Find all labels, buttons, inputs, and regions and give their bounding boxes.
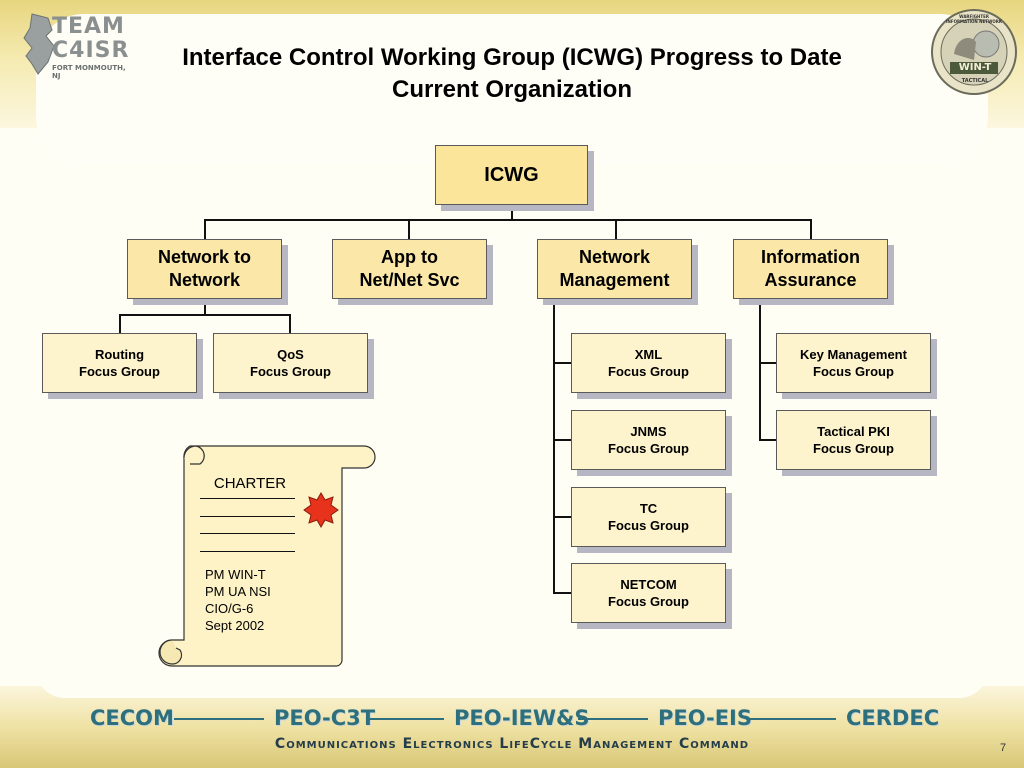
- logo-line-1: TEAM: [52, 14, 125, 39]
- footer-divider: [578, 718, 648, 720]
- netcom-focus-group-box: NETCOM Focus Group: [571, 563, 726, 623]
- key-management-focus-group-box: Key Management Focus Group: [776, 333, 931, 393]
- connector-ia-trunk: [759, 299, 761, 440]
- connector-to-qos: [289, 314, 291, 333]
- icwg-label: ICWG: [484, 163, 539, 186]
- footer-org-bar: CECOM PEO-C3T PEO-IEW&S PEO-EIS CERDEC: [86, 706, 940, 736]
- charter-rule: [200, 533, 295, 534]
- logo-line-2: C4ISR: [52, 38, 130, 63]
- footer-divider: [746, 718, 836, 720]
- footer-org-cerdec: CERDEC: [846, 706, 940, 730]
- connector-to-app-to-net: [408, 219, 410, 239]
- network-management-box: Network Management: [537, 239, 692, 299]
- app-to-net-svc-label: App to Net/Net Svc: [359, 247, 460, 290]
- jnms-focus-group-box: JNMS Focus Group: [571, 410, 726, 470]
- header-panel: [36, 14, 988, 164]
- information-assurance-label: Information Assurance: [761, 247, 860, 290]
- charter-line: PM UA NSI: [205, 584, 271, 599]
- connector-to-routing: [119, 314, 121, 333]
- xml-focus-group-label: XML Focus Group: [608, 347, 689, 379]
- charter-rule: [200, 516, 295, 517]
- network-management-label: Network Management: [559, 247, 670, 290]
- footer-divider: [174, 718, 264, 720]
- win-t-seal-icon: [931, 9, 1017, 95]
- win-t-logo-subtext: TACTICAL: [961, 78, 989, 84]
- connector-to-jnms: [553, 439, 572, 441]
- footer-band: [0, 686, 1024, 768]
- jnms-focus-group-label: JNMS Focus Group: [608, 424, 689, 456]
- connector-to-information-assurance: [810, 219, 812, 239]
- footer-org-peo-c3t: PEO-C3T: [274, 706, 376, 730]
- footer-command: Communications Electronics LifeCycle Man…: [274, 736, 750, 752]
- tc-focus-group-label: TC Focus Group: [608, 501, 689, 533]
- new-jersey-map-icon: [23, 13, 55, 75]
- connector-to-key-management: [759, 362, 777, 364]
- charter-scroll-icon: [158, 445, 376, 667]
- information-assurance-box: Information Assurance: [733, 239, 888, 299]
- connector-nm-trunk: [553, 299, 555, 593]
- footer-org-peo-eis: PEO-EIS: [658, 706, 752, 730]
- connector-to-tactical-pki: [759, 439, 777, 441]
- key-management-focus-group-label: Key Management Focus Group: [800, 347, 907, 379]
- charter-line: Sept 2002: [205, 618, 265, 633]
- page-subtitle: Current Organization: [391, 76, 632, 103]
- charter-rule: [200, 498, 295, 499]
- connector-to-xml: [553, 362, 572, 364]
- tactical-pki-focus-group-box: Tactical PKI Focus Group: [776, 410, 931, 470]
- app-to-net-svc-box: App to Net/Net Svc: [332, 239, 487, 299]
- logo-line-3: FORT MONMOUTH, NJ: [52, 64, 126, 80]
- network-to-network-label: Network to Network: [157, 247, 251, 290]
- connector-n2n-bus: [119, 314, 291, 316]
- connector-to-network-management: [615, 219, 617, 239]
- network-to-network-box: Network to Network: [127, 239, 282, 299]
- team-c4isr-logo: TEAM C4ISR FORT MONMOUTH, NJ: [18, 12, 130, 80]
- footer-org-peo-iews: PEO-IEW&S: [454, 706, 590, 730]
- tactical-pki-focus-group-label: Tactical PKI Focus Group: [813, 424, 894, 456]
- win-t-seal-logo: WIN-T TACTICAL WARFIGHTER INFORMATION NE…: [930, 8, 1018, 96]
- qos-focus-group-label: QoS Focus Group: [250, 347, 331, 379]
- connector-to-network-to-network: [204, 219, 206, 239]
- connector-top-bus: [204, 219, 812, 221]
- charter-title: CHARTER: [213, 475, 287, 492]
- connector-to-netcom: [553, 592, 572, 594]
- icwg-box: ICWG: [435, 145, 588, 205]
- connector-to-tc: [553, 516, 572, 518]
- page-title: Interface Control Working Group (ICWG) P…: [182, 44, 842, 71]
- charter-rule: [200, 551, 295, 552]
- page-number: 7: [1000, 742, 1007, 754]
- qos-focus-group-box: QoS Focus Group: [213, 333, 368, 393]
- connector-root-down: [511, 205, 513, 220]
- netcom-focus-group-label: NETCOM Focus Group: [608, 577, 689, 609]
- win-t-logo-text: WIN-T: [958, 62, 992, 73]
- routing-focus-group-label: Routing Focus Group: [79, 347, 160, 379]
- connector-n2n-down: [204, 299, 206, 315]
- xml-focus-group-box: XML Focus Group: [571, 333, 726, 393]
- footer-org-cecom: CECOM: [90, 706, 174, 730]
- charter-line: CIO/G-6: [205, 601, 254, 616]
- win-t-logo-ring-text: WARFIGHTER INFORMATION NETWORK: [946, 14, 1002, 24]
- footer-divider: [366, 718, 444, 720]
- tc-focus-group-box: TC Focus Group: [571, 487, 726, 547]
- charter-seal-icon: [303, 492, 339, 528]
- routing-focus-group-box: Routing Focus Group: [42, 333, 197, 393]
- charter-line: PM WIN-T: [205, 567, 266, 582]
